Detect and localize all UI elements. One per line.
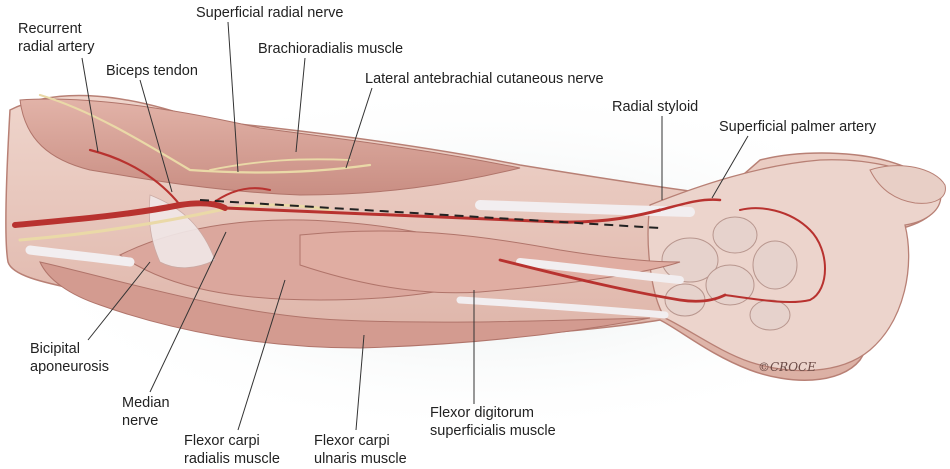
leader-biceps-tendon <box>139 79 173 193</box>
leader-superficial-radial-nerve <box>227 21 239 173</box>
leader-lateral-antebrachial-cutaneous-nerve <box>345 87 373 169</box>
label-radial-styloid: Radial styloid <box>612 99 699 115</box>
label-recurrent-radial-artery: Recurrent radial artery <box>18 21 95 55</box>
thumb <box>869 165 946 204</box>
label-superficial-radial-nerve: Superficial radial nerve <box>196 5 344 21</box>
carpal-bones <box>661 216 798 331</box>
leader-bicipital-aponeurosis <box>87 261 151 341</box>
label-brachioradialis-muscle: Brachioradialis muscle <box>258 41 404 57</box>
arteries <box>12 148 826 304</box>
leader-lines <box>81 21 749 431</box>
label-flexor-digitorum-superficialis-muscle: Flexor digitorum superficialis muscle <box>430 405 556 439</box>
leader-recurrent-radial-artery <box>81 57 99 153</box>
leader-median-nerve <box>149 231 227 393</box>
tendons <box>25 200 695 319</box>
label-bicipital-aponeurosis: Bicipital aponeurosis <box>30 341 109 375</box>
label-lateral-antebrachial-cutaneous-nerve: Lateral antebrachial cutaneous nerve <box>365 71 604 87</box>
leader-flexor-carpi-ulnaris-muscle <box>355 334 365 431</box>
radial-artery-course-dashed-line <box>199 199 661 229</box>
leader-superficial-palmer-artery <box>711 135 749 199</box>
label-biceps-tendon: Biceps tendon <box>106 63 198 79</box>
flexor-carpi-ulnaris-muscle-shape <box>39 261 651 349</box>
label-flexor-carpi-radialis-muscle: Flexor carpi radialis muscle <box>184 433 280 467</box>
bicipital-aponeurosis-shape <box>148 194 216 269</box>
label-flexor-carpi-ulnaris-muscle: Flexor carpi ulnaris muscle <box>314 433 407 467</box>
artist-signature: ©CROCE <box>758 360 816 374</box>
label-superficial-palmer-artery: Superficial palmer artery <box>719 119 877 135</box>
brachioradialis-muscle-shape <box>19 98 521 196</box>
leader-flexor-carpi-radialis-muscle <box>237 279 286 431</box>
leader-brachioradialis-muscle <box>295 57 306 153</box>
label-median-nerve: Median nerve <box>122 395 170 429</box>
flexor-digitorum-superficialis-shape <box>299 230 681 294</box>
